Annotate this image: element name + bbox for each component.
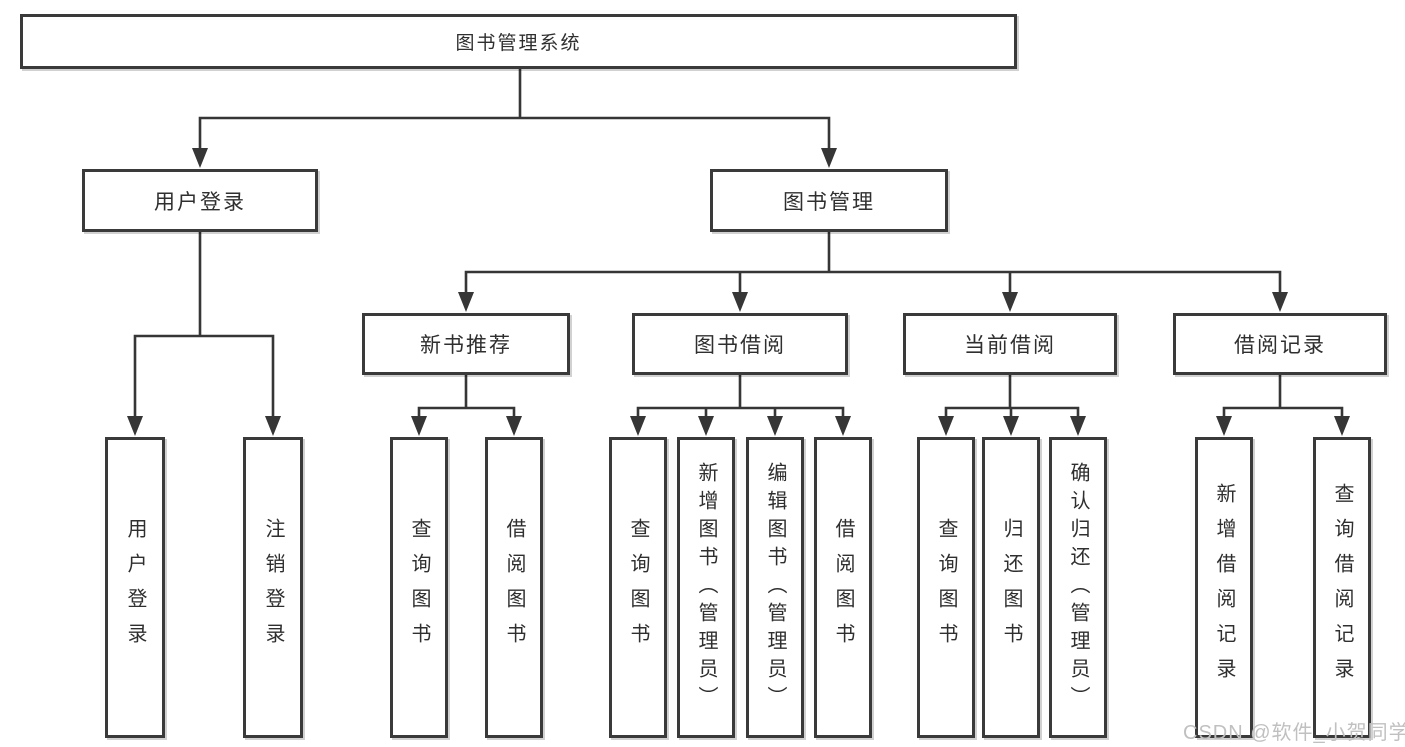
leaf-records-add-record: 新增借阅记录 bbox=[1195, 437, 1253, 738]
arrowheads-records-group bbox=[1216, 416, 1350, 436]
node-label: 确认归还（管理员） bbox=[1067, 461, 1089, 714]
leaf-current-confirm-return-admin: 确认归还（管理员） bbox=[1049, 437, 1107, 738]
node-label: 借阅图书 bbox=[832, 517, 854, 658]
leaf-recommend-borrow-books: 借阅图书 bbox=[485, 437, 543, 738]
arrowheads-current-group bbox=[938, 416, 1086, 436]
node-library-management-system: 图书管理系统 bbox=[20, 14, 1017, 69]
leaf-user-login: 用户登录 bbox=[105, 437, 165, 738]
node-label: 用户登录 bbox=[124, 517, 146, 658]
arrowheads-level3 bbox=[458, 292, 1288, 312]
leaf-borrowing-query-books: 查询图书 bbox=[609, 437, 667, 738]
node-label: 借阅记录 bbox=[1234, 334, 1326, 357]
leaf-records-query-record: 查询借阅记录 bbox=[1313, 437, 1371, 738]
node-label: 新书推荐 bbox=[420, 334, 512, 357]
arrowheads-level2 bbox=[192, 148, 837, 168]
node-label: 编辑图书（管理员） bbox=[764, 461, 786, 714]
csdn-watermark: CSDN @软件_小贺同学 bbox=[1183, 722, 1405, 744]
leaf-current-query-books: 查询图书 bbox=[917, 437, 975, 738]
connector-recommend-group bbox=[417, 373, 516, 418]
connector-root-to-level2 bbox=[198, 67, 831, 152]
node-label: 借阅图书 bbox=[503, 517, 525, 658]
node-book-borrowing: 图书借阅 bbox=[632, 313, 848, 375]
connector-borrowing-group bbox=[636, 373, 845, 418]
leaf-current-return-books: 归还图书 bbox=[982, 437, 1040, 738]
node-label: 归还图书 bbox=[1000, 517, 1022, 658]
node-label: 当前借阅 bbox=[964, 334, 1056, 357]
node-label: 查询图书 bbox=[935, 517, 957, 658]
node-book-management: 图书管理 bbox=[710, 169, 948, 232]
node-user-login: 用户登录 bbox=[82, 169, 318, 232]
node-label: 查询图书 bbox=[627, 517, 649, 658]
node-label: 注销登录 bbox=[262, 517, 284, 658]
connector-records-group bbox=[1222, 373, 1344, 418]
node-current-borrowing: 当前借阅 bbox=[903, 313, 1117, 375]
node-label: 图书管理系统 bbox=[455, 33, 582, 54]
node-label: 新增图书（管理员） bbox=[695, 461, 717, 714]
node-borrowing-records: 借阅记录 bbox=[1173, 313, 1387, 375]
node-label: 用户登录 bbox=[154, 190, 246, 214]
connector-book-management-to-level3 bbox=[464, 230, 1282, 294]
node-label: 图书借阅 bbox=[694, 334, 786, 357]
connector-current-group bbox=[944, 373, 1080, 418]
arrowheads-recommend-group bbox=[411, 416, 522, 436]
node-label: 查询图书 bbox=[408, 517, 430, 658]
leaf-logout: 注销登录 bbox=[243, 437, 303, 738]
leaf-borrowing-edit-books-admin: 编辑图书（管理员） bbox=[746, 437, 804, 738]
node-label: 新增借阅记录 bbox=[1213, 482, 1235, 693]
node-new-book-recommend: 新书推荐 bbox=[362, 313, 570, 375]
leaf-recommend-query-books: 查询图书 bbox=[390, 437, 448, 738]
node-label: 图书管理 bbox=[783, 190, 875, 214]
leaf-borrowing-add-books-admin: 新增图书（管理员） bbox=[677, 437, 735, 738]
leaf-borrowing-borrow-books: 借阅图书 bbox=[814, 437, 872, 738]
connector-user-login-group bbox=[133, 230, 275, 418]
arrowheads-user-login-group bbox=[127, 416, 281, 436]
arrowheads-borrowing-group bbox=[630, 416, 851, 436]
node-label: 查询借阅记录 bbox=[1331, 482, 1353, 693]
